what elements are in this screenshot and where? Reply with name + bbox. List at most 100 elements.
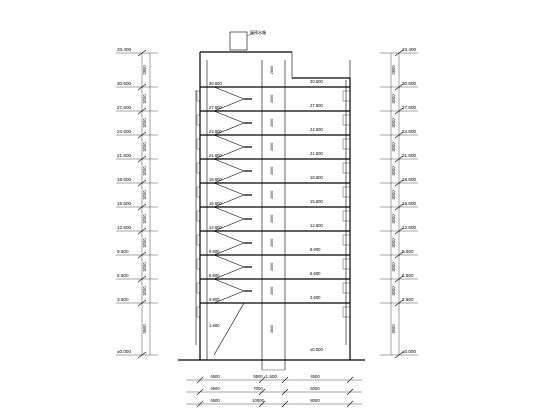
right-floor-dim: 3000 <box>391 142 396 152</box>
left-floor-dim: 3000 <box>142 118 147 128</box>
roof-note: 屋顶水箱 <box>250 29 266 35</box>
window <box>342 282 351 294</box>
right-level-label: 27.600 <box>402 105 416 110</box>
bottom-dim-label: 8000 <box>310 398 320 403</box>
window <box>342 210 351 222</box>
shaft-floor-dim: 3000 <box>270 95 274 103</box>
right-dim-tick <box>394 179 404 187</box>
right-floor-dim: 3000 <box>391 286 396 296</box>
window <box>342 114 351 126</box>
right-floor-dim: 3000 <box>391 214 396 224</box>
bottom-dim-label: 10000 <box>252 398 264 403</box>
right-dim-tick <box>394 351 404 359</box>
stair-flight <box>213 182 245 196</box>
window <box>342 186 351 198</box>
right-floor-dim: 3000 <box>391 190 396 200</box>
stair-flight <box>213 254 245 268</box>
stair-window <box>196 138 201 150</box>
left-level-label: 6.600 <box>117 273 129 278</box>
stair-level-label: 27.600 <box>209 105 222 110</box>
right-dim-tick <box>394 107 404 115</box>
stair-level-label: 18.600 <box>209 177 222 182</box>
right-floor-dim: 3000 <box>391 118 396 128</box>
right-dim-tick <box>394 83 404 91</box>
left-dim-tick <box>137 131 147 139</box>
right-dim-tick <box>394 49 404 57</box>
room-level-label: 3.600 <box>310 295 321 300</box>
left-level-label: 30.600 <box>117 81 131 86</box>
room-level-label: 27.600 <box>310 103 323 108</box>
bottom-dim-tick <box>281 376 289 384</box>
right-dim-tick <box>394 251 404 259</box>
left-floor-dim: 2800 <box>142 65 147 75</box>
section-outline <box>178 31 365 371</box>
bottom-dim-tick <box>346 388 354 396</box>
shaft-floor-dim: 3000 <box>270 215 274 223</box>
stair-level-label: 30.600 <box>209 81 222 86</box>
right-level-label: 24.600 <box>402 129 416 134</box>
left-dim-tick <box>137 179 147 187</box>
stair-flight <box>213 242 245 256</box>
left-level-label: 18.600 <box>117 177 131 182</box>
left-level-label: 21.600 <box>117 153 131 158</box>
left-floor-dim: 3600 <box>142 324 147 334</box>
bottom-dim-label: 4500 <box>210 398 220 403</box>
room-level-label: 12.600 <box>310 223 323 228</box>
shaft-floor-dim: 3000 <box>270 287 274 295</box>
stair-flight <box>213 302 245 356</box>
stair-window <box>196 210 201 222</box>
shaft-floor-dim: 3600 <box>270 325 274 333</box>
stair-window <box>196 186 201 198</box>
shaft-floor-dim: 3000 <box>270 263 274 271</box>
right-level-label: 6.600 <box>402 273 414 278</box>
right-level-label: 18.600 <box>402 177 416 182</box>
left-floor-dim: 3000 <box>142 262 147 272</box>
stair-level-label: 9.600 <box>209 249 220 254</box>
stair-flight <box>213 194 245 208</box>
roof-water-tank <box>229 31 248 51</box>
room-level-label: 18.600 <box>310 175 323 180</box>
right-level-label: 33.400 <box>402 47 416 52</box>
left-level-label: 27.600 <box>117 105 131 110</box>
left-level-label: 33.400 <box>117 47 131 52</box>
left-level-label: 24.600 <box>117 129 131 134</box>
right-level-label: 12.600 <box>402 225 416 230</box>
left-floor-dim: 3000 <box>142 142 147 152</box>
shaft-floor-dim: 3000 <box>270 143 274 151</box>
room-level-label: 15.600 <box>310 199 323 204</box>
shaft-floor-dim: 3000 <box>270 239 274 247</box>
room-level-label: ±0.000 <box>310 347 323 352</box>
window <box>342 90 351 102</box>
window <box>342 306 351 318</box>
left-floor-dim: 3000 <box>142 94 147 104</box>
shaft-floor-dim: 3000 <box>270 191 274 199</box>
stair-level-label: 15.600 <box>209 201 222 206</box>
left-floor-dim: 3000 <box>142 286 147 296</box>
stair-level-label: 24.600 <box>209 129 222 134</box>
stair-window <box>196 234 201 246</box>
left-floor-dim: 3000 <box>142 238 147 248</box>
room-level-label: 9.600 <box>310 247 321 252</box>
stair-window <box>196 258 201 270</box>
left-dim-tick <box>137 155 147 163</box>
bottom-dim-tick <box>281 388 289 396</box>
bottom-dim-tick <box>258 376 266 384</box>
left-level-label: 15.600 <box>117 201 131 206</box>
stair-flight <box>213 146 245 160</box>
left-dim-tick <box>137 107 147 115</box>
right-level-label: ±0.000 <box>402 349 416 354</box>
stair-flight <box>213 170 245 184</box>
left-dim-tick <box>137 299 147 307</box>
right-dim-tick <box>394 131 404 139</box>
right-level-label: 3.600 <box>402 297 414 302</box>
pit-level-label: -1.500 <box>264 374 277 379</box>
stair-level-label: 12.600 <box>209 225 222 230</box>
bottom-dim-label: 4500 <box>310 374 320 379</box>
room-level-label: 24.600 <box>310 127 323 132</box>
stair-flight <box>213 86 245 100</box>
right-dim-tick <box>394 203 404 211</box>
shaft-floor-dim: 3000 <box>270 119 274 127</box>
bottom-dim-tick <box>196 388 204 396</box>
left-floor-dim: 3000 <box>142 190 147 200</box>
